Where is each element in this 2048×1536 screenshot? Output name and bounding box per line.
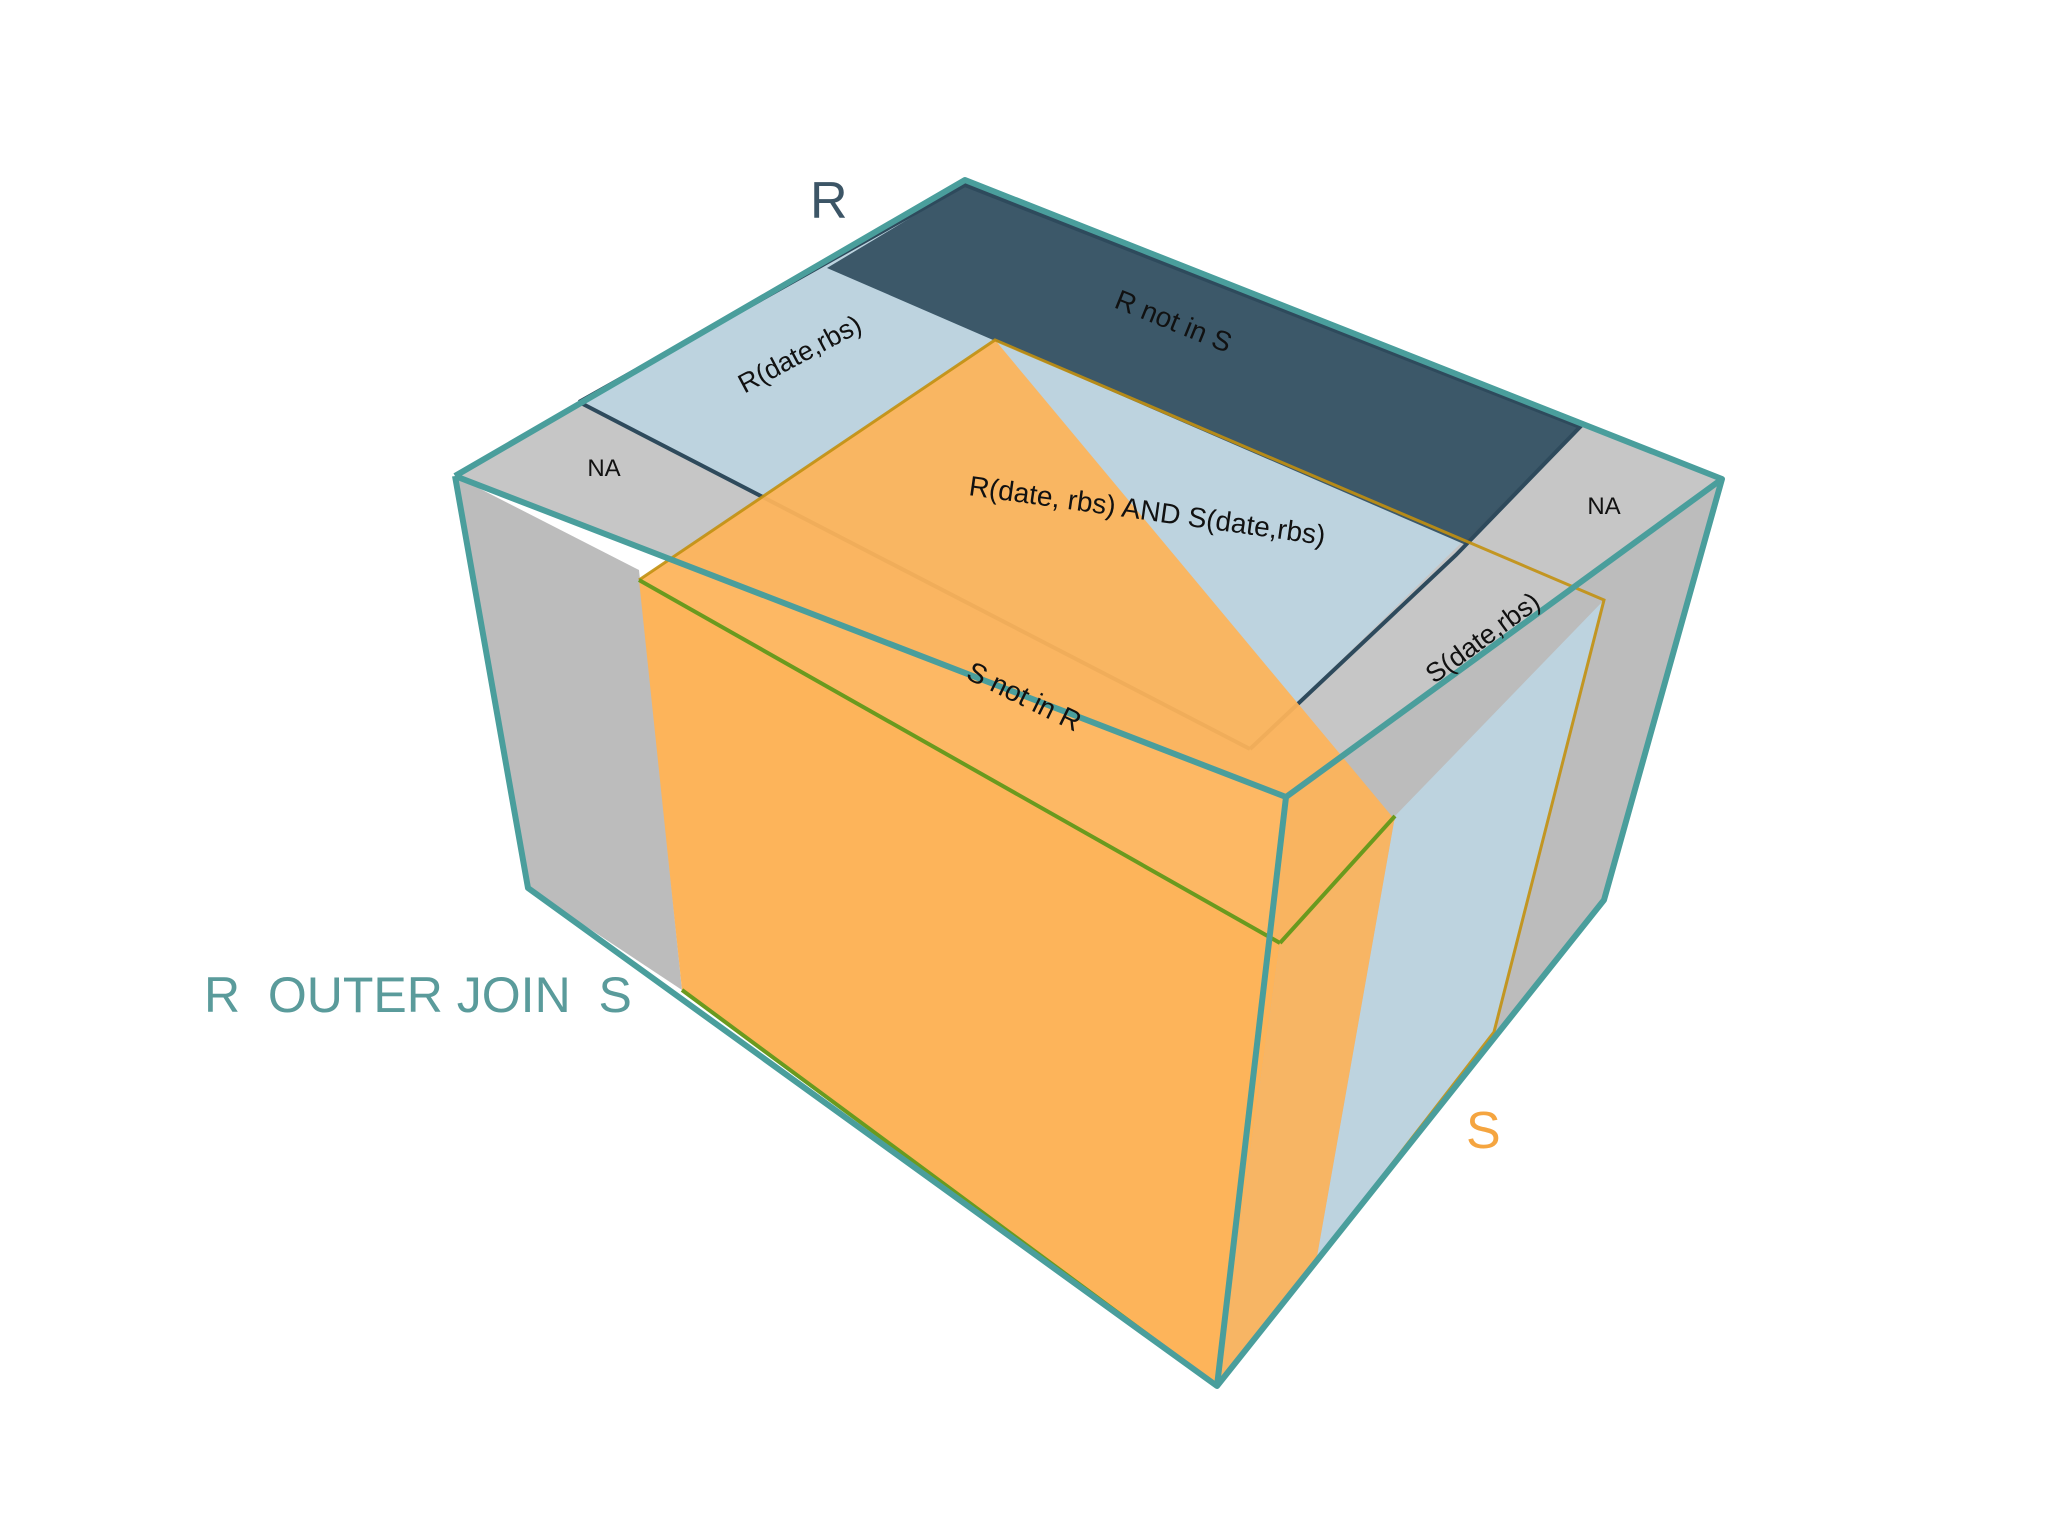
outer-box-edges [452, 177, 1725, 1389]
s-title: S [1466, 1102, 1501, 1160]
outer-box-left-face [455, 476, 682, 990]
outer-join-label: R OUTER JOIN S [204, 967, 632, 1023]
s-not-in-r-front-face [639, 340, 1395, 943]
outer-box-front-vertical-edge [1214, 796, 1289, 1387]
s-front-face [639, 580, 1280, 1386]
outer-box-top-right-edge [1284, 476, 1724, 800]
r-title: R [810, 172, 848, 230]
s-side-face [1217, 816, 1395, 1386]
r-not-in-s-region [827, 185, 1580, 545]
na-right-label: NA [1587, 493, 1620, 520]
s-slab-right-face [1316, 600, 1604, 1262]
s-front-top-edge [638, 578, 1281, 945]
s-front-right-edge [1278, 814, 1397, 945]
na-left-label: NA [587, 455, 620, 482]
outer-box-top-front-edge [453, 473, 1288, 800]
